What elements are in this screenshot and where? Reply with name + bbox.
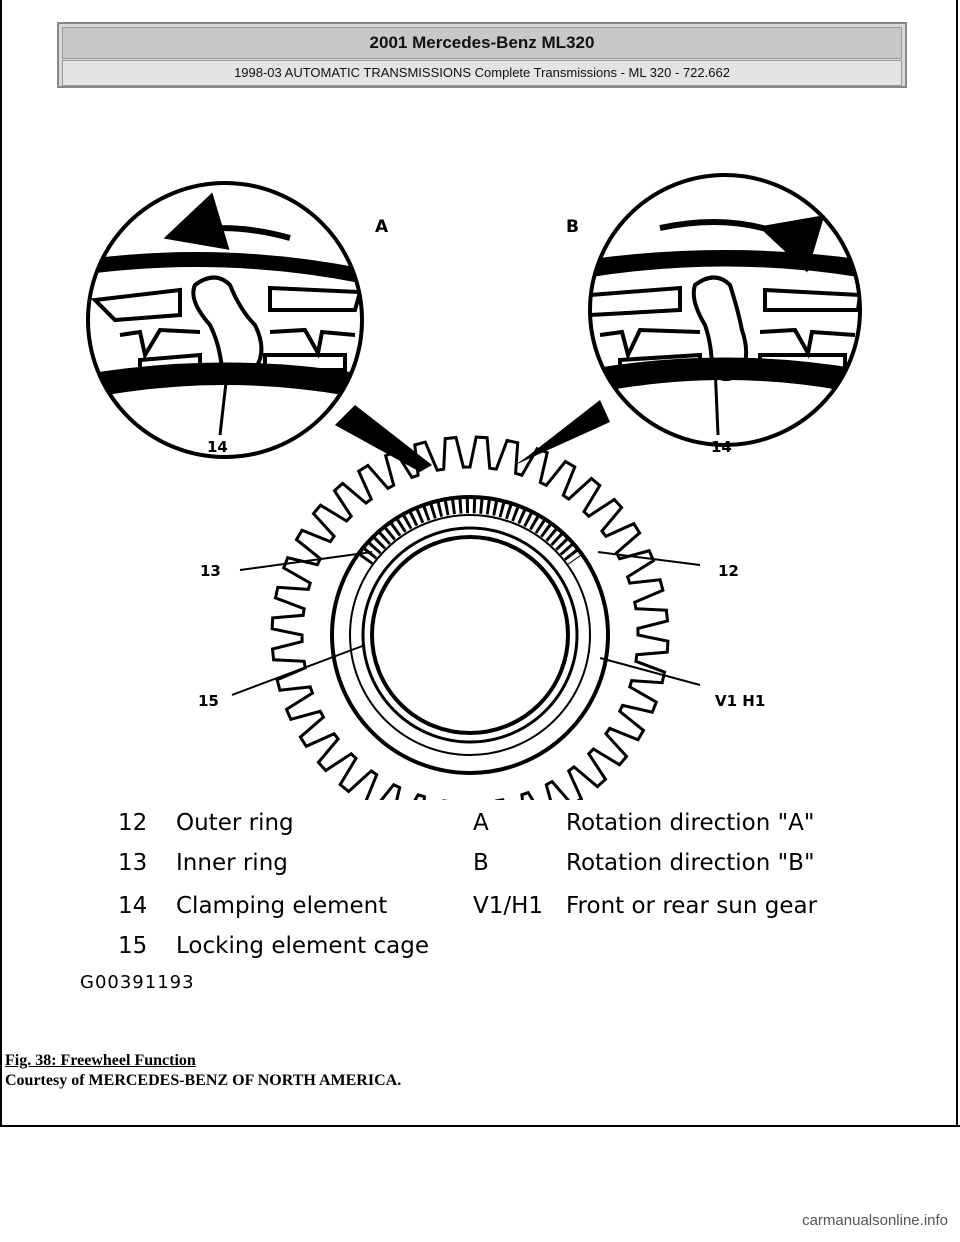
legend-desc: Front or rear sun gear [566,893,818,919]
legend-key: V1/H1 [473,893,544,919]
page-frame-bottom [0,1125,960,1127]
leader-15 [231,644,366,696]
figure-caption-title: Fig. 38: Freewheel Function [5,1052,196,1069]
legend-desc: Rotation direction "A" [566,810,815,836]
clamping-element-zone [358,497,582,565]
gear-teeth-outline [270,435,670,800]
label-b: B [566,217,579,237]
figure-caption-credit: Courtesy of MERCEDES-BENZ OF NORTH AMERI… [5,1072,402,1089]
outer-ring [330,495,610,775]
legend-num: 14 [118,893,148,919]
legend-num: 12 [118,810,148,836]
label-12: 12 [718,562,739,580]
outer-ring-inner-edge [349,514,591,756]
label-14-right: 14 [711,438,732,456]
leader-v1h1 [599,657,701,686]
figure-code: G00391193 [80,972,195,993]
header-title: 2001 Mercedes-Benz ML320 [62,27,902,59]
legend-key: A [473,810,489,836]
label-a: A [375,217,389,237]
freewheel-diagram: A B 14 14 13 12 15 V1 H1 [86,173,862,800]
detail-circle-b [588,173,862,447]
leader-12 [597,551,701,566]
watermark-footer: carmanualsonline.info [802,1212,948,1229]
inner-ring-bore [370,535,570,735]
legend-name: Inner ring [176,850,288,876]
document-header: 2001 Mercedes-Benz ML320 1998-03 AUTOMAT… [57,22,907,88]
label-13: 13 [200,562,221,580]
legend-name: Clamping element [176,893,388,919]
leader-13 [239,551,373,571]
legend-desc: Rotation direction "B" [566,850,815,876]
page-frame [0,0,958,1127]
legend-name: Locking element cage [176,933,429,959]
label-14-left: 14 [207,438,228,456]
detail-circle-a [86,181,364,459]
legend-name: Outer ring [176,810,294,836]
magnifier-wedge-left [335,405,432,472]
label-v1h1: V1 H1 [715,692,765,710]
legend-num: 13 [118,850,148,876]
header-subtitle: 1998-03 AUTOMATIC TRANSMISSIONS Complete… [62,60,902,86]
legend-num: 15 [118,933,148,959]
inner-ring [361,526,579,744]
magnifier-wedge-right [515,400,610,465]
legend-key: B [473,850,489,876]
sun-gear [270,435,670,800]
label-15: 15 [198,692,219,710]
